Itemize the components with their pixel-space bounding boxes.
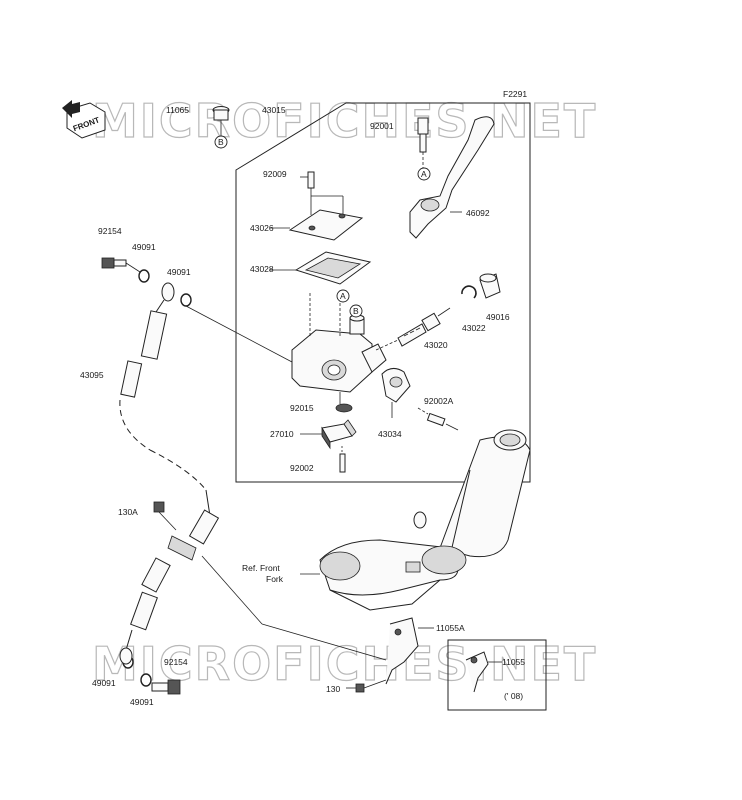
label-130A: 130A xyxy=(118,507,138,517)
figure-code: F2291 xyxy=(503,89,527,99)
part-11065-cap xyxy=(212,106,230,136)
part-11055A-bracket xyxy=(385,617,434,685)
callout-A-lever: A xyxy=(417,167,431,181)
label-92001: 92001 xyxy=(370,121,394,131)
front-arrow-icon: FRONT xyxy=(62,100,106,139)
label-49091-bottom-2: 49091 xyxy=(130,697,154,707)
part-49091-washer-1 xyxy=(138,269,150,283)
part-92015-nut xyxy=(335,392,353,413)
part-49091-washer-4 xyxy=(140,673,152,687)
label-49091-bottom-1: 49091 xyxy=(92,678,116,688)
label-11065: 11065 xyxy=(166,105,189,115)
label-43022: 43022 xyxy=(462,323,486,333)
part-92002A-bolt xyxy=(417,407,459,431)
part-46092-lever xyxy=(409,116,495,239)
label-27010: 27010 xyxy=(270,429,294,439)
label-92009: 92009 xyxy=(263,169,287,179)
label-92015: 92015 xyxy=(290,403,314,413)
part-92002-screw xyxy=(339,446,346,473)
part-49091-washer-2 xyxy=(180,293,192,307)
label-92002: 92002 xyxy=(290,463,314,473)
part-43028-diaphragm xyxy=(270,251,372,285)
label-49091-top-1: 49091 xyxy=(132,242,156,252)
part-steering-stem xyxy=(300,429,531,611)
label-43020: 43020 xyxy=(424,340,448,350)
callout-B-body: B xyxy=(349,304,363,318)
ref-note-line2: Fork xyxy=(266,574,284,584)
part-130A-bolt xyxy=(153,501,177,531)
part-43020-piston xyxy=(375,307,451,351)
callout-A-body: A xyxy=(336,289,350,303)
label-49016: 49016 xyxy=(486,312,510,322)
part-92009-screw xyxy=(300,171,344,215)
label-43026: 43026 xyxy=(250,223,274,233)
callout-B-cap: B xyxy=(214,135,228,149)
watermark-top: MICROFICHES.NET xyxy=(92,94,597,148)
svg-text:A: A xyxy=(340,291,346,301)
part-130-bolt xyxy=(346,679,387,693)
year-note: (' 08) xyxy=(504,691,523,701)
part-92001-pivot-bolt xyxy=(417,117,429,170)
part-92154-banjo-bolt-top xyxy=(101,257,141,273)
svg-text:B: B xyxy=(353,306,359,316)
label-92154-top: 92154 xyxy=(98,226,122,236)
label-43095: 43095 xyxy=(80,370,104,380)
inset-box-11055 xyxy=(447,639,547,711)
svg-text:A: A xyxy=(421,169,427,179)
label-46092: 46092 xyxy=(466,208,490,218)
label-130: 130 xyxy=(326,684,340,694)
part-43034-clamp xyxy=(381,368,411,418)
assembly-box-43015 xyxy=(235,102,531,483)
label-11055A: 11055A xyxy=(436,623,465,633)
leader-hose-to-cylinder xyxy=(185,305,293,363)
part-92154-banjo-bolt-bottom xyxy=(151,679,181,695)
part-27010-switch xyxy=(300,419,357,450)
part-43026-reservoir-cover xyxy=(270,209,364,241)
label-92154-bottom: 92154 xyxy=(164,657,188,667)
label-11055: 11055 xyxy=(502,657,525,667)
label-43015: 43015 xyxy=(262,105,286,115)
label-43034: 43034 xyxy=(378,429,402,439)
part-43022-circlip xyxy=(461,285,477,299)
label-43028: 43028 xyxy=(250,264,274,274)
label-49091-top-2: 49091 xyxy=(167,267,191,277)
svg-text:B: B xyxy=(218,137,224,147)
part-master-cylinder-body xyxy=(291,292,387,393)
part-49016-boot xyxy=(479,273,501,299)
label-92002A: 92002A xyxy=(424,396,454,406)
part-43095-brake-hose xyxy=(119,282,220,665)
ref-note-line1: Ref. Front xyxy=(242,563,280,573)
